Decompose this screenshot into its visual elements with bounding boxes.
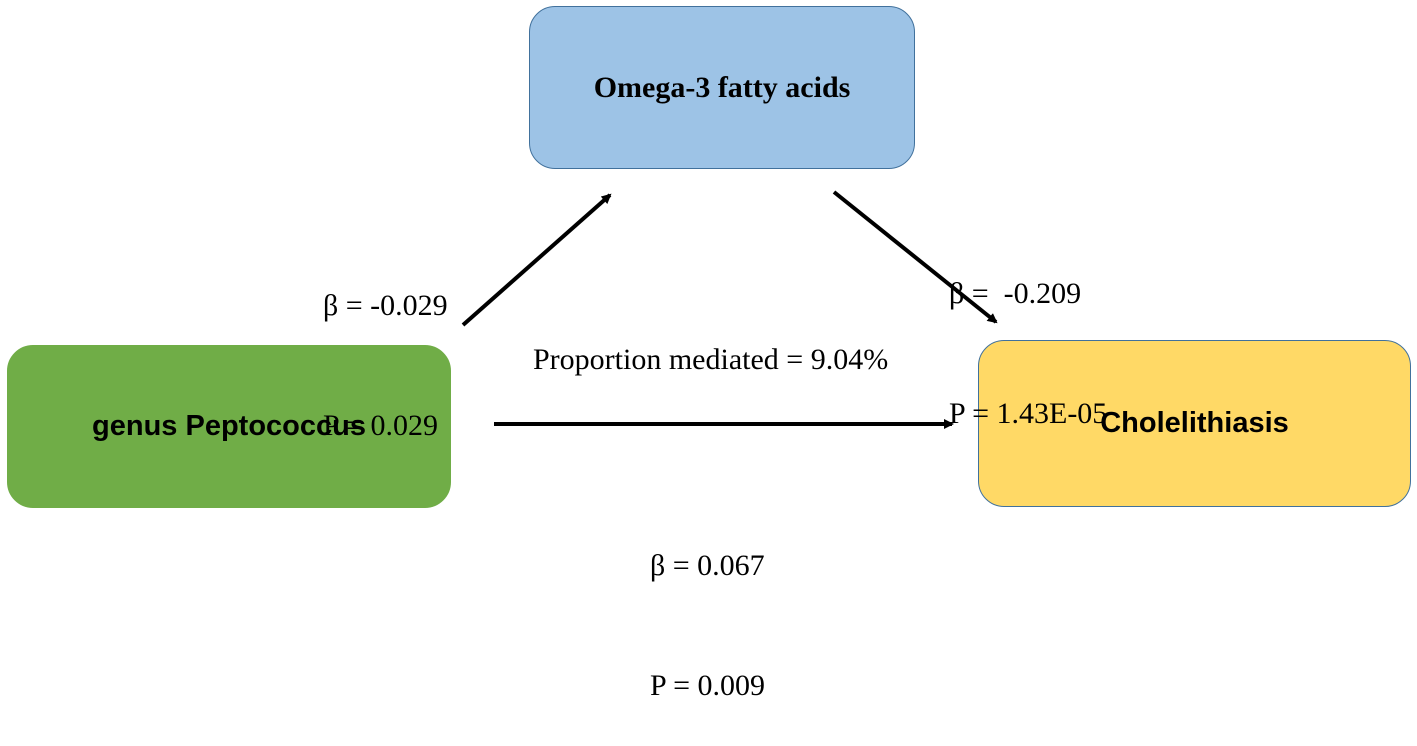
exposure-mediator-p: P = 0.029 (323, 409, 438, 442)
arrow-exposure-to-mediator (461, 193, 612, 327)
outcome-label: Cholelithiasis (1100, 407, 1289, 439)
arrows-layer (461, 190, 998, 429)
direct-p: P = 0.009 (650, 669, 765, 702)
exposure-mediator-beta: β = -0.029 (323, 289, 448, 322)
mediator-outcome-beta: β = -0.209 (949, 277, 1082, 310)
proportion-mediated: Proportion mediated = 9.04% (533, 343, 889, 376)
outcome-node: Cholelithiasis (978, 340, 1411, 507)
direct-beta: β = 0.067 (650, 549, 765, 582)
mediator-label: Omega-3 fatty acids (593, 70, 851, 104)
exposure-node: genus Peptococcus (7, 345, 451, 508)
exposure-label: genus Peptococcus (92, 410, 366, 442)
direct-effect-stats: β = 0.067 P = 0.009 (650, 466, 765, 746)
mediator-node: Omega-3 fatty acids (529, 6, 915, 169)
mediator-outcome-stats: β = -0.209 P = 1.43E-05 (949, 194, 1107, 474)
mediator-outcome-p: P = 1.43E-05 (949, 397, 1108, 430)
exposure-mediator-stats: β = -0.029 P = 0.029 (323, 206, 448, 486)
arrow-mediator-to-outcome (832, 190, 998, 324)
